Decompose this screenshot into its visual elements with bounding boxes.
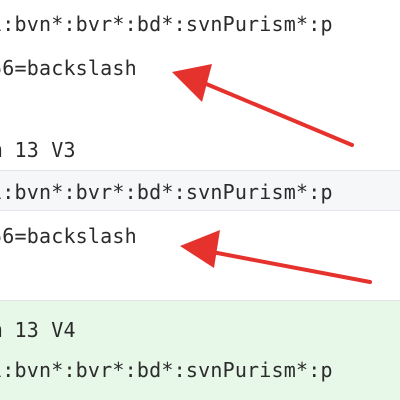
code-line-1: i:bvn*:bvr*:bd*:svnPurism*:p [0,12,333,36]
code-block-section-gray [0,170,400,210]
code-line-5: 56=backslash [0,224,137,248]
code-line-4: i:bvn*:bvr*:bd*:svnPurism*:p [0,180,333,204]
row-divider [0,300,400,301]
code-line-7: i:bvn*:bvr*:bd*:svnPurism*:p [0,358,333,382]
row-divider [0,210,400,211]
code-line-6: m 13 V4 [0,318,76,342]
code-line-3: m 13 V3 [0,138,76,162]
row-divider [0,170,400,171]
added-lines-highlight [0,300,400,400]
code-line-2: 56=backslash [0,56,137,80]
